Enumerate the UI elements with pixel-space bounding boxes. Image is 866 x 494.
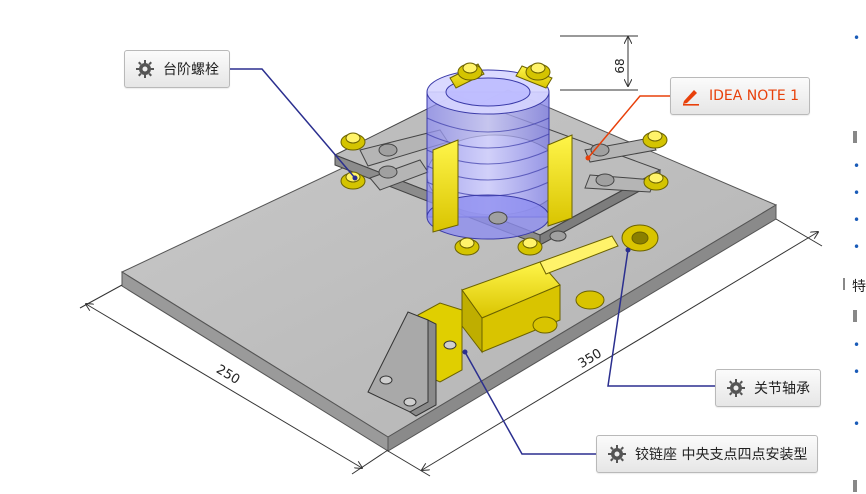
dimension-height-label: 68 [613, 58, 627, 73]
dimension-length-label: 350 [576, 346, 605, 372]
dimension-width-label: 250 [213, 362, 242, 388]
side-bullet: • [853, 365, 861, 379]
side-heading-glyph: 特 [852, 279, 866, 295]
side-marker [853, 310, 857, 322]
gear-icon [136, 60, 154, 78]
callout-rod-end-label: 关节轴承 [754, 381, 810, 397]
side-bullet: • [853, 240, 861, 254]
gear-icon [727, 379, 745, 397]
gear-icon [608, 445, 626, 463]
callout-step-bolt-label: 台阶螺栓 [163, 62, 219, 78]
dimension-lines [79, 35, 823, 477]
side-marker [843, 278, 845, 290]
leader-lines [228, 68, 715, 455]
side-marker [853, 480, 857, 492]
callout-idea-note[interactable]: IDEA NOTE 1 [670, 77, 811, 115]
callout-hinge-base-label: 铰链座 中央支点四点安装型 [635, 447, 808, 463]
side-bullet: • [853, 186, 861, 200]
pencil-icon [683, 90, 699, 106]
side-bullet: • [853, 159, 861, 173]
side-bullet: • [853, 338, 861, 352]
callout-hinge-base[interactable]: 铰链座 中央支点四点安装型 [596, 435, 819, 473]
callout-step-bolt[interactable]: 台阶螺栓 [124, 50, 230, 88]
callout-idea-note-label: IDEA NOTE 1 [709, 88, 800, 104]
side-bullet: • [853, 31, 861, 45]
side-marker [853, 131, 857, 143]
callout-rod-end[interactable]: 关节轴承 [715, 369, 821, 407]
side-bullet: • [853, 417, 861, 431]
nuts [378, 143, 615, 242]
side-bullet: • [853, 213, 861, 227]
